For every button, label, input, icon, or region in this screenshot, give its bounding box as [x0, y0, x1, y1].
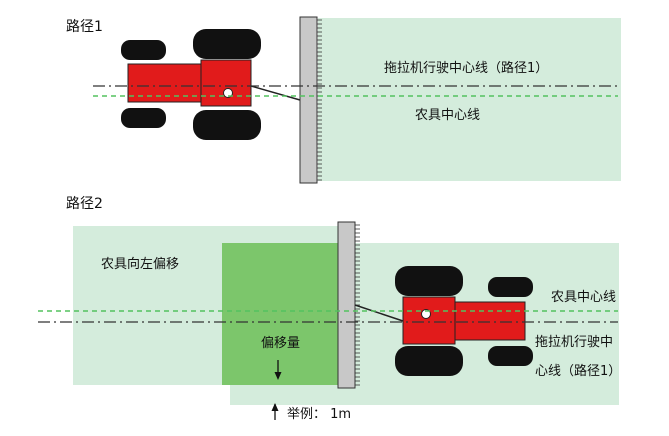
path1-implement [299, 16, 322, 184]
path1-front-tire-bottom [121, 108, 166, 128]
path2-implement-teeth [355, 224, 360, 386]
path1-implement-teeth [317, 19, 322, 181]
path1-tractor [121, 29, 301, 140]
path2-tractor-cab [402, 296, 456, 345]
path2-offset-area [222, 243, 338, 385]
path2-tractor-hood [452, 301, 526, 341]
path2-tractor-centerline-label-line2: 心线（路径1） [535, 364, 622, 379]
path1-implement-centerline-label: 农具中心线 [415, 108, 481, 123]
path2-rear-tire-bottom [395, 346, 463, 376]
path2-rear-tire-top [395, 266, 463, 296]
path1-hitch-link [250, 85, 301, 101]
path1-tractor-cab [200, 59, 252, 107]
offset-arrow-down [274, 360, 282, 380]
path2-front-tire-bottom [488, 346, 533, 366]
path1-rear-tire-top [193, 29, 261, 59]
path2-tractor-centerline-label-line1: 拖拉机行驶中 [535, 335, 614, 350]
path1-implement-bar [299, 16, 318, 184]
path1-rear-tire-bottom [193, 110, 261, 140]
path2-offset-label: 偏移量 [261, 336, 301, 351]
path1-front-tire-top [121, 40, 166, 60]
path2-implement-bar [337, 221, 356, 389]
path1-tractor-centerline-label: 拖拉机行驶中心线（路径1） [384, 61, 549, 76]
path2-front-tire-top [488, 277, 533, 297]
path2-implement-centerline-label: 农具中心线 [551, 290, 617, 305]
path1-title: 路径1 [66, 19, 103, 35]
path2-shift-left-label: 农具向左偏移 [101, 257, 180, 272]
path2-hitch-link [354, 304, 404, 322]
offset-arrow-up [271, 403, 279, 420]
path1-field [318, 18, 621, 181]
example-label: 举例： 1m [287, 407, 352, 422]
path2-title: 路径2 [66, 196, 103, 212]
path2-tractor [354, 266, 533, 376]
